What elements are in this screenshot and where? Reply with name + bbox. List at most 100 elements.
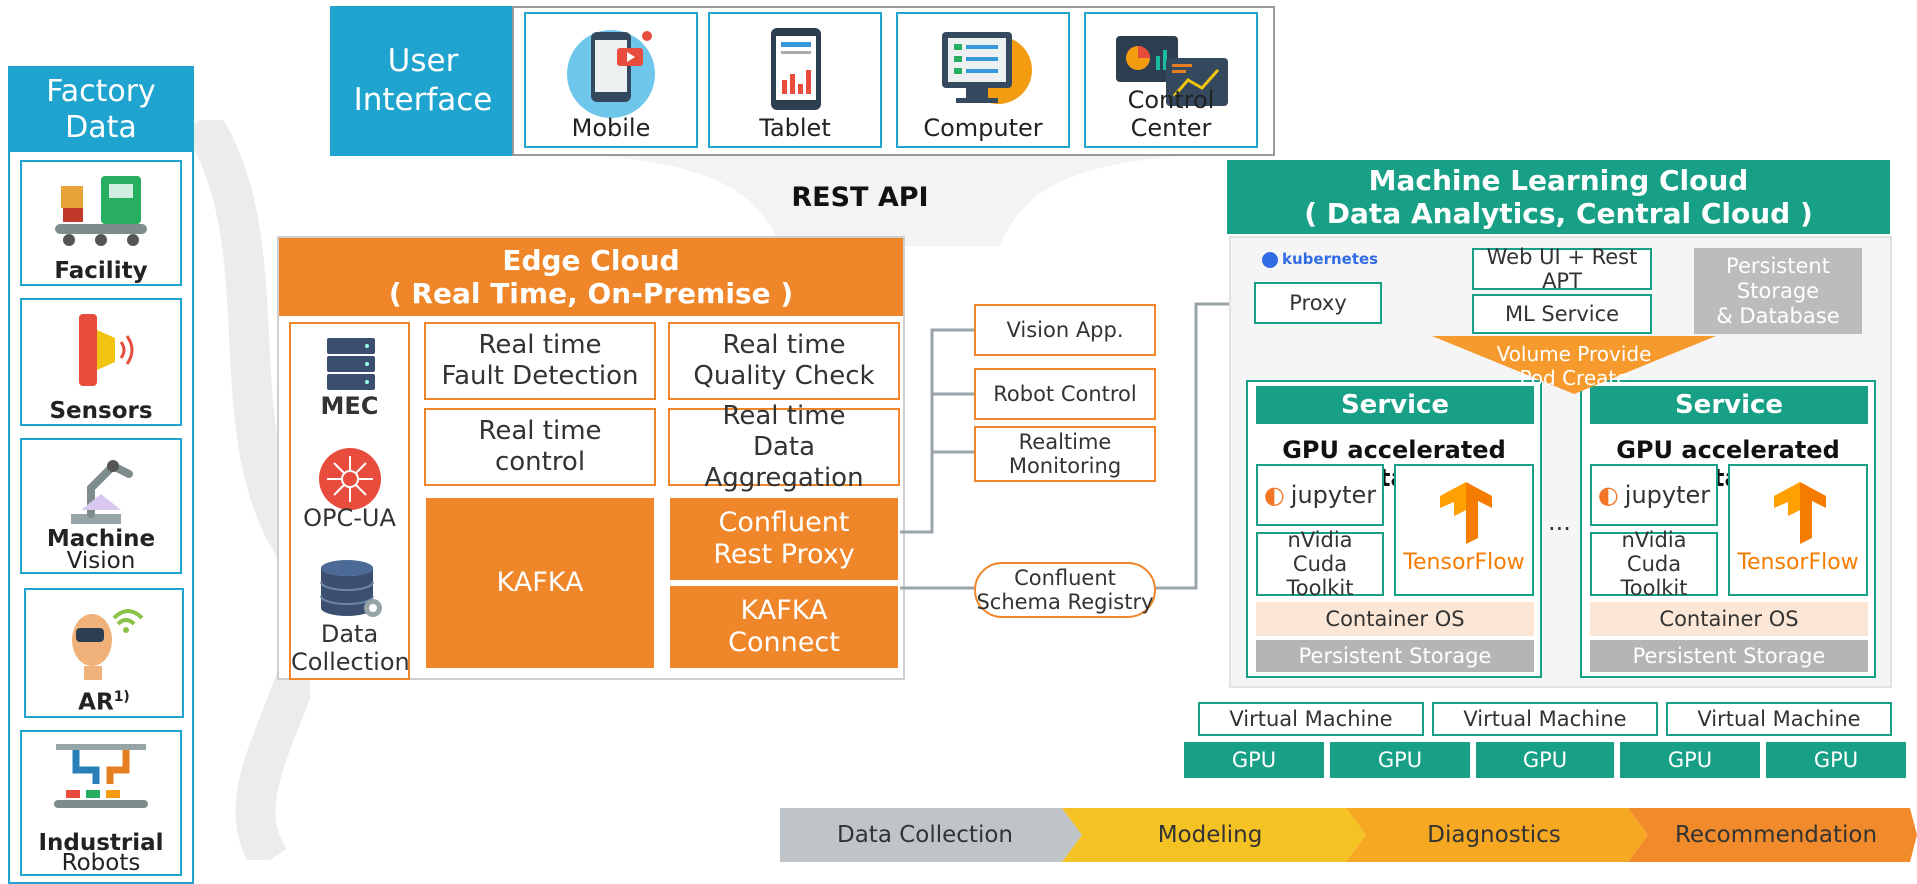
vision-app-box: Vision App. xyxy=(974,304,1156,356)
ar-footnote: 1) xyxy=(113,689,130,706)
proxy-label: Proxy xyxy=(1289,291,1347,315)
tablet-icon xyxy=(771,28,821,110)
virtual-machine-2: Virtual Machine xyxy=(1432,702,1658,736)
confluent-rest-proxy-box: Confluent Rest Proxy xyxy=(670,498,898,580)
data-aggregation-line1: Real time xyxy=(722,400,846,431)
ar-card: AR1) xyxy=(24,588,184,718)
volume-arrow-label: Volume Provide Pod Create xyxy=(1482,342,1666,390)
data-aggregation-line2: Data Aggregation xyxy=(704,431,864,493)
fault-detection-line2: Fault Detection xyxy=(441,361,639,391)
industrial-label: Industrial xyxy=(38,830,164,856)
jupyter-icon: ◐ xyxy=(1597,481,1619,509)
kubernetes-icon xyxy=(1262,251,1278,268)
web-ui-box: Web UI + Rest APT xyxy=(1472,245,1652,293)
machine-vision-card: Machine Vision xyxy=(20,438,182,574)
monitoring-line1: Realtime xyxy=(1018,430,1112,454)
device-computer-label: Computer xyxy=(923,114,1043,142)
storage-db-line2: & Database xyxy=(1716,303,1840,328)
collection-label: Collection xyxy=(291,648,410,676)
volume-arrow xyxy=(1432,336,1716,394)
fault-detection-box: Real time Fault Detection xyxy=(424,322,656,400)
edge-title-line2: ( Real Time, On-Premise ) xyxy=(388,277,794,310)
rest-api-funnel xyxy=(600,156,1180,246)
edge-title-line1: Edge Cloud xyxy=(502,244,680,277)
device-control-center-label: Control Center xyxy=(1127,86,1215,142)
service-header-1: Service xyxy=(1256,386,1534,424)
pipeline-data-collection: Data Collection xyxy=(837,822,1013,848)
realtime-monitoring-box: Realtime Monitoring xyxy=(974,426,1156,482)
robot-arm-icon xyxy=(71,460,133,524)
service-panel-1: Service GPU accelerated Container ◐ jupy… xyxy=(1246,380,1542,678)
kubernetes-logo: kubernetes xyxy=(1262,250,1378,268)
industrial-robots-card: Industrial Robots xyxy=(20,730,182,876)
rest-proxy-line2: Rest Proxy xyxy=(713,539,855,570)
cuda-line2-1: Toolkit xyxy=(1286,576,1354,600)
opcua-label: OPC-UA xyxy=(303,504,396,532)
dashboard-icon xyxy=(1116,36,1228,106)
quality-check-box: Real time Quality Check xyxy=(668,322,900,400)
persistent-storage-2: Persistent Storage xyxy=(1590,640,1868,672)
pipeline-recommendation: Recommendation xyxy=(1674,822,1878,848)
ml-title-line2: ( Data Analytics, Central Cloud ) xyxy=(1304,197,1813,230)
mobile-icon xyxy=(567,30,655,118)
server-icon xyxy=(327,338,375,390)
user-interface-title: User Interface xyxy=(330,6,516,156)
fault-detection-line1: Real time xyxy=(478,330,602,360)
gpu-3: GPU xyxy=(1476,742,1614,778)
robot-control-label: Robot Control xyxy=(993,382,1137,406)
monitoring-line2: Monitoring xyxy=(1008,454,1122,478)
schema-line2: Schema Registry xyxy=(976,590,1154,614)
kubernetes-label: kubernetes xyxy=(1282,250,1379,268)
tensorflow-icon xyxy=(1774,482,1826,544)
sensor-icon xyxy=(79,314,134,386)
web-ui-label: Web UI + Rest APT xyxy=(1486,245,1638,293)
cuda-line1-1: nVidia Cuda xyxy=(1287,528,1353,576)
device-control-center: Control Center xyxy=(1084,12,1258,148)
kafka-connect-line1: KAFKA xyxy=(740,595,828,626)
vision-app-label: Vision App. xyxy=(1006,318,1124,342)
virtual-machine-3: Virtual Machine xyxy=(1666,702,1892,736)
service-panel-2: Service GPU accelerated Container ◐ jupy… xyxy=(1580,380,1876,678)
service-header-2: Service xyxy=(1590,386,1868,424)
device-tablet: Tablet xyxy=(708,12,882,148)
kafka-box: KAFKA xyxy=(426,498,654,668)
storage-db-line1: Persistent Storage xyxy=(1726,253,1830,303)
ml-cloud-title: Machine Learning Cloud ( Data Analytics,… xyxy=(1227,160,1890,234)
tensorflow-box-1: TensorFlow xyxy=(1394,464,1534,596)
industrial-robot-icon xyxy=(54,744,148,808)
device-mobile-label: Mobile xyxy=(571,114,651,142)
ui-title-line1: User xyxy=(387,43,459,79)
machine-label: Machine xyxy=(46,526,156,552)
sensors-card: Sensors xyxy=(20,298,182,426)
schema-line1: Confluent xyxy=(1014,566,1116,590)
container-os-2: Container OS xyxy=(1590,602,1868,636)
facility-label: Facility xyxy=(54,258,148,284)
gpu-5: GPU xyxy=(1766,742,1906,778)
vision-label: Vision xyxy=(66,548,136,574)
jupyter-box-2: ◐ jupyter xyxy=(1590,464,1718,526)
ml-title-line1: Machine Learning Cloud xyxy=(1368,164,1749,197)
quality-check-line1: Real time xyxy=(722,330,846,360)
gpu-1: GPU xyxy=(1184,742,1324,778)
kafka-connect-box: KAFKA Connect xyxy=(670,586,898,668)
tensorflow-box-2: TensorFlow xyxy=(1728,464,1868,596)
factory-title-line2: Data xyxy=(65,110,137,145)
cuda-box-2: nVidia Cuda Toolkit xyxy=(1590,528,1718,600)
sensors-label: Sensors xyxy=(49,398,153,424)
tensorflow-icon xyxy=(1440,482,1492,544)
persistent-storage-db: Persistent Storage & Database xyxy=(1694,248,1862,334)
mec-label: MEC xyxy=(320,392,379,420)
jupyter-label-2: jupyter xyxy=(1624,481,1711,509)
ui-title-line2: Interface xyxy=(353,82,493,118)
pipeline-diagnostics: Diagnostics xyxy=(1427,822,1561,848)
ml-service-label: ML Service xyxy=(1504,302,1620,326)
realtime-control-line2: control xyxy=(494,447,586,477)
schema-registry-box: Confluent Schema Registry xyxy=(974,562,1156,618)
robot-control-box: Robot Control xyxy=(974,368,1156,420)
volume-line1: Volume Provide xyxy=(1496,342,1652,366)
device-mobile: Mobile xyxy=(524,12,698,148)
factory-data-title: Factory Data xyxy=(10,68,192,152)
device-computer: Computer xyxy=(896,12,1070,148)
gpu-2: GPU xyxy=(1330,742,1470,778)
cuda-line2-2: Toolkit xyxy=(1620,576,1688,600)
